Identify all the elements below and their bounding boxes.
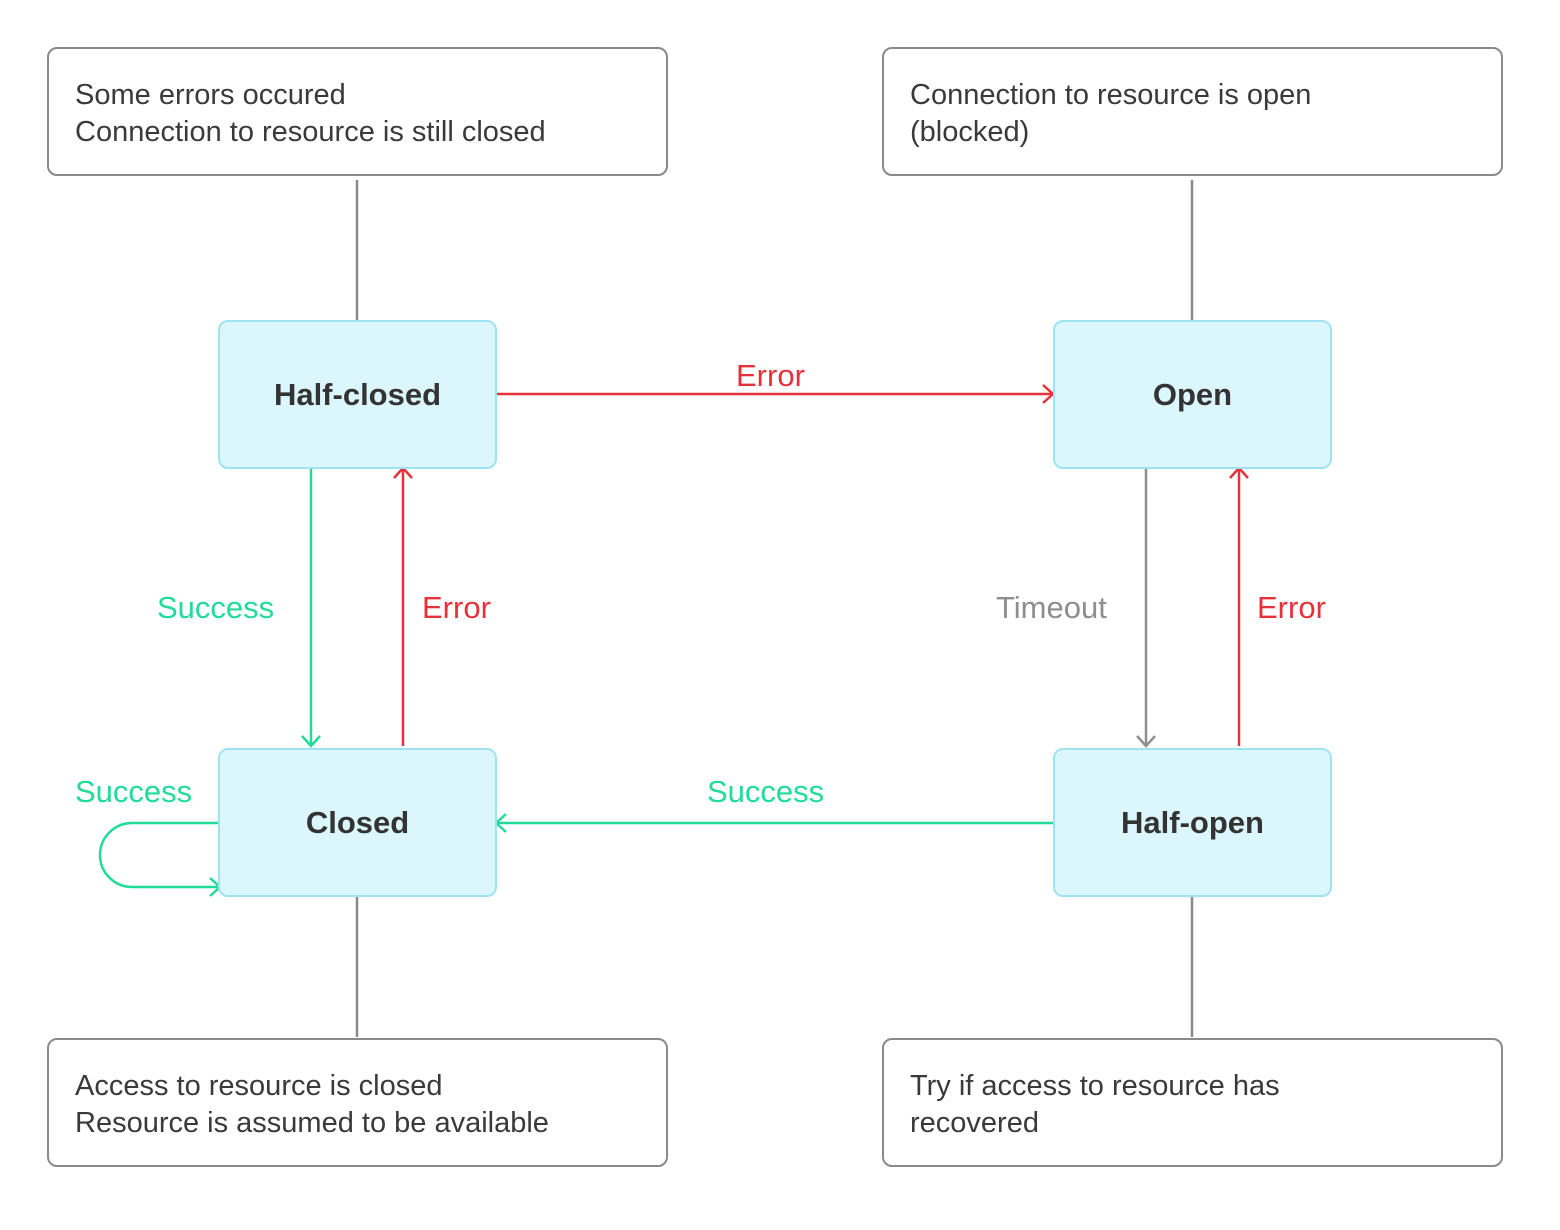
state-half-open: Half-open: [1053, 748, 1332, 897]
label-closed-self-loop: Success: [75, 774, 193, 809]
note-line: (blocked): [910, 116, 1030, 148]
arrow-half-open-to-closed: [494, 813, 1053, 833]
arrow-closed-to-half-closed: [393, 466, 413, 746]
state-closed: Closed: [218, 748, 497, 897]
label-open-to-half-open: Timeout: [996, 590, 1107, 625]
label-half-closed-to-closed: Success: [157, 590, 275, 625]
label-half-closed-to-open: Error: [736, 358, 805, 393]
note-open: Connection to resource is open (blocked): [882, 47, 1503, 176]
arrow-half-closed-to-closed: [301, 468, 321, 748]
note-half-closed: Some errors occured Connection to resour…: [47, 47, 668, 176]
arrow-half-open-to-open: [1229, 466, 1249, 746]
note-line: Access to resource is closed: [75, 1070, 443, 1102]
note-line: Connection to resource is open: [910, 79, 1312, 111]
note-line: Try if access to resource has: [910, 1070, 1280, 1102]
note-line: Some errors occured: [75, 79, 346, 111]
state-open: Open: [1053, 320, 1332, 469]
note-closed: Access to resource is closed Resource is…: [47, 1038, 668, 1167]
note-line: Resource is assumed to be available: [75, 1107, 549, 1139]
note-line: recovered: [910, 1107, 1039, 1139]
note-line: Connection to resource is still closed: [75, 116, 546, 148]
label-half-open-to-closed: Success: [707, 774, 825, 809]
label-half-open-to-open: Error: [1257, 590, 1326, 625]
arrow-closed-self-loop: [98, 821, 222, 897]
note-half-open: Try if access to resource has recovered: [882, 1038, 1503, 1167]
state-half-closed: Half-closed: [218, 320, 497, 469]
arrow-open-to-half-open: [1136, 468, 1156, 748]
label-closed-to-half-closed: Error: [422, 590, 491, 625]
